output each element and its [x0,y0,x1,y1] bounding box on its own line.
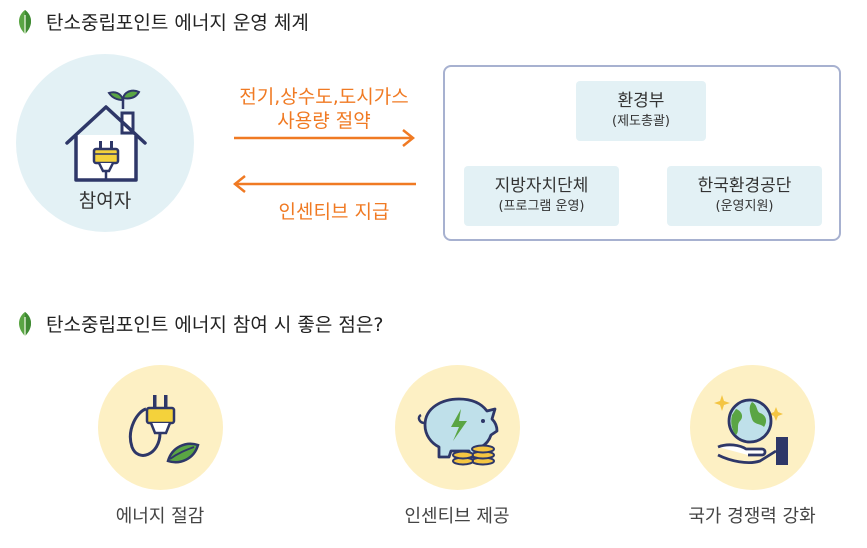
section-title: 탄소중립포인트 에너지 운영 체계 [46,12,309,34]
saving-label-line1: 전기,상수도,도시가스 [239,86,409,108]
arrow-right-icon [234,129,416,147]
plug-leaf-icon [129,395,200,464]
benefit-competitiveness-circle [690,365,815,490]
organization-box: 환경부 (제도총괄) 지방자치단체 (프로그램 운영) 한국환경공단 (운영지원… [443,65,841,241]
arrow-left-icon [232,175,416,193]
incentive-label: 인센티브 지급 [278,201,390,223]
leaf-icon [19,9,31,34]
benefit-label: 인센티브 제공 [404,506,510,527]
participant-circle: 참여자 [16,54,194,232]
section-title: 탄소중립포인트 에너지 참여 시 좋은 점은? [46,314,384,336]
benefit-label: 에너지 절감 [115,506,205,527]
org-role: (운영지원) [715,199,774,214]
org-name: 한국환경공단 [697,176,792,196]
org-role: (프로그램 운영) [498,199,585,214]
org-local-government: 지방자치단체 (프로그램 운영) [464,166,619,226]
participant-label: 참여자 [78,190,132,212]
leaf-icon [19,311,31,336]
org-ministry: 환경부 (제도총괄) [576,81,706,141]
globe-hand-icon [714,395,788,465]
org-environment-corporation: 한국환경공단 (운영지원) [667,166,822,226]
benefit-incentive-circle [395,365,520,490]
benefit-label: 국가 경쟁력 강화 [688,506,816,527]
saving-label-line2: 사용량 절약 [277,110,371,132]
benefit-energy-circle [98,365,223,490]
saving-label: 전기,상수도,도시가스 사용량 절약 [224,85,424,133]
house-icon [65,89,147,182]
piggy-bank-icon [417,397,499,466]
org-role: (제도총괄) [612,114,670,129]
org-name: 환경부 [617,91,665,111]
section-heading-benefits: 탄소중립포인트 에너지 참여 시 좋은 점은? [14,310,383,337]
org-name: 지방자치단체 [494,176,589,196]
section-heading-system: 탄소중립포인트 에너지 운영 체계 [14,8,309,35]
